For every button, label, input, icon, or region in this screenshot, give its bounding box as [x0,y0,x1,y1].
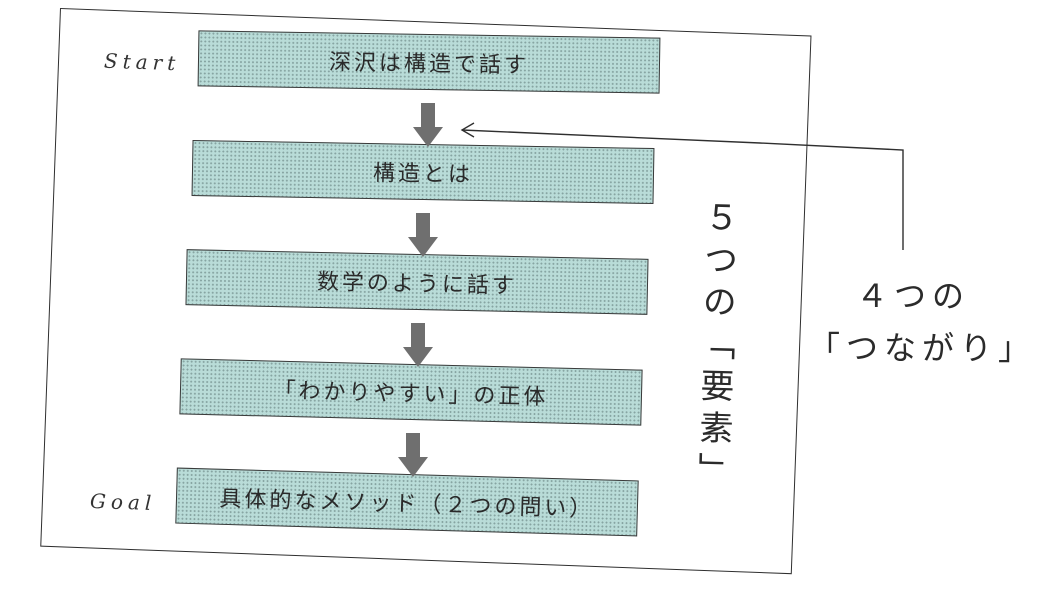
connections-label-line2: 「つながり」 [808,329,1037,367]
down-arrow-icon-3 [403,323,433,367]
step-box-2: 構造とは [191,139,655,205]
connections-label: ４つの 「つながり」 [808,270,1037,374]
down-arrow-icon-1 [413,103,443,147]
down-arrow-icon-4 [398,433,428,477]
goal-label: Goal [89,488,157,516]
step-box-1: 深沢は構造で話す [197,30,661,94]
step-box-3: 数学のように話す [185,249,649,315]
down-arrow-icon-2 [408,213,438,257]
elements-label: ５つの「要素」 [691,199,739,495]
connections-label-line1: ４つの [855,277,970,315]
step-box-4: 「わかりやすい」の正体 [179,358,643,426]
start-label: Start [103,48,181,76]
